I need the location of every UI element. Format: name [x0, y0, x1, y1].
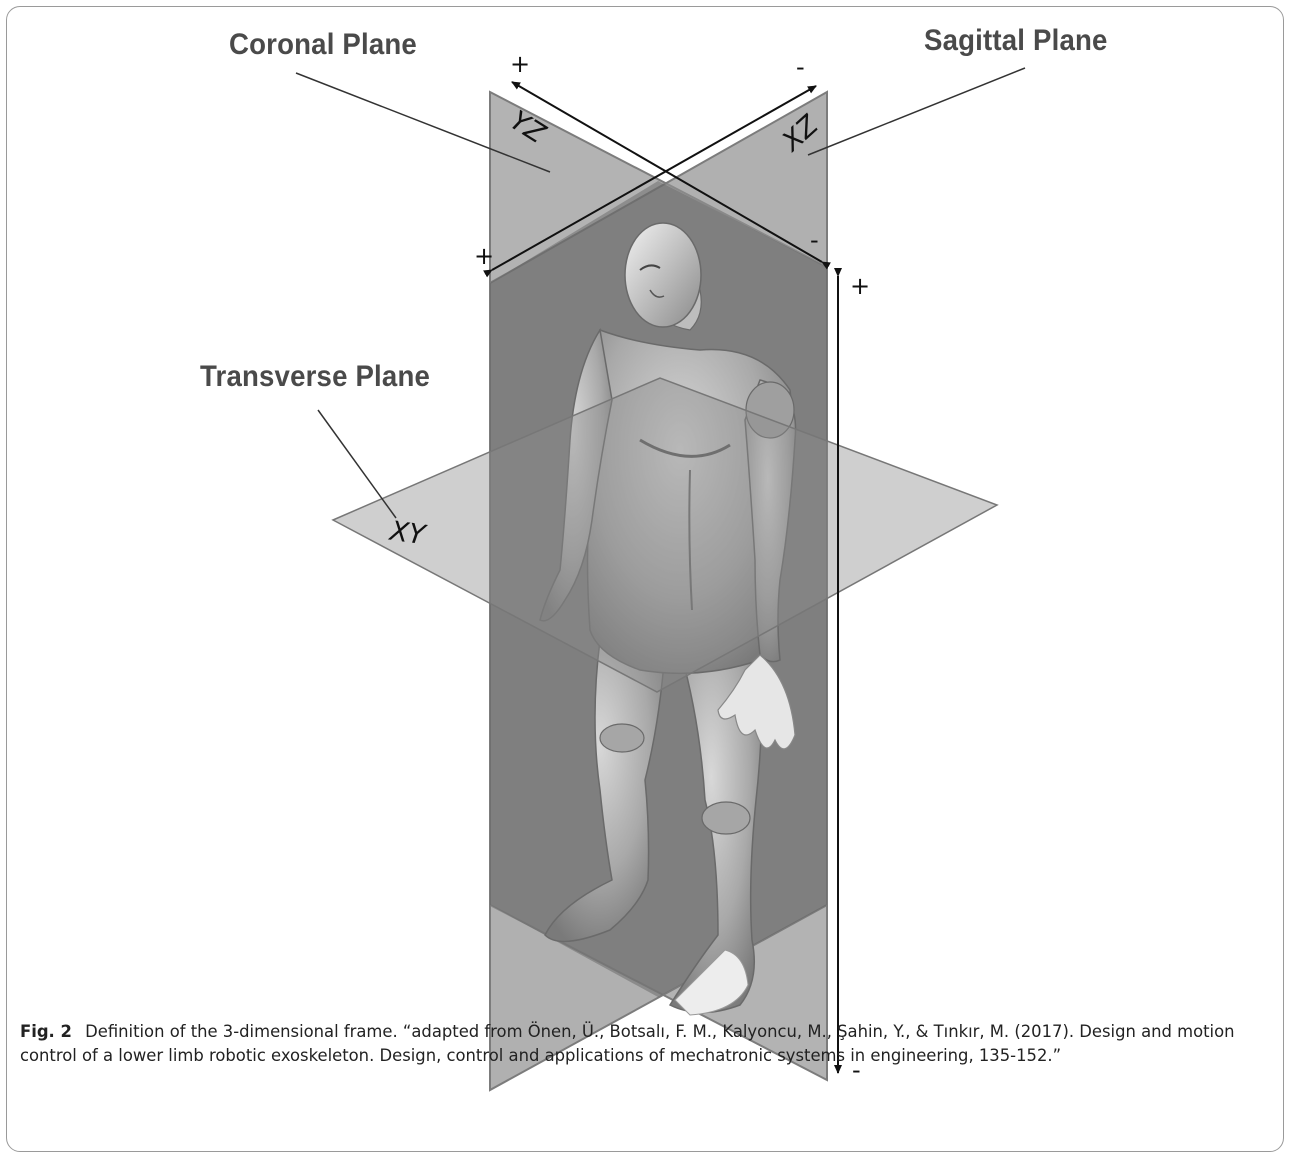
coronal-plane-label: Coronal Plane — [229, 28, 417, 62]
coronal-minus-sign: - — [810, 228, 819, 252]
xy-axis-tag: XY — [388, 516, 427, 552]
sagittal-plane-label: Sagittal Plane — [924, 24, 1108, 58]
sagittal-minus-sign: - — [796, 55, 805, 79]
sagittal-leader-line — [808, 68, 1025, 155]
caption-text: Definition of the 3-dimensional frame. “… — [20, 1022, 1235, 1065]
transverse-plane-label: Transverse Plane — [200, 360, 430, 394]
figure-caption: Fig. 2 Definition of the 3-dimensional f… — [20, 1020, 1270, 1068]
transverse-leader-line — [318, 410, 396, 518]
vertical-plus-sign: + — [850, 274, 870, 298]
coronal-plus-sign: + — [510, 52, 530, 76]
figure-number: Fig. 2 — [20, 1022, 72, 1041]
transverse-plane — [333, 378, 997, 692]
sagittal-plus-sign: + — [474, 244, 494, 268]
